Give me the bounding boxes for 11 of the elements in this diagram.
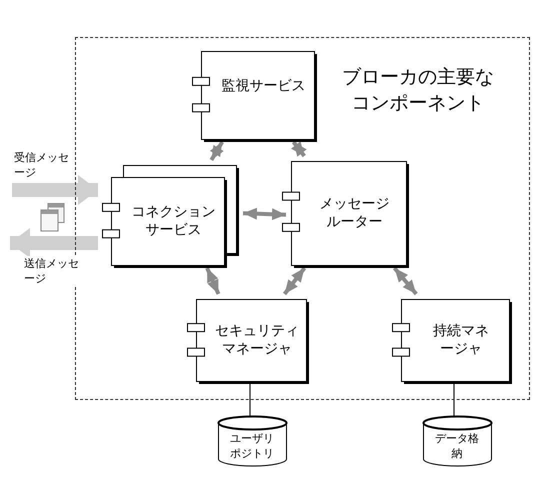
heading: ブローカの主要なコンポーネント (341, 65, 495, 116)
double-arrow (392, 266, 418, 296)
double-arrow (242, 208, 286, 220)
double-arrow (205, 267, 220, 295)
database-cylinder: データ格納 (423, 416, 493, 467)
double-arrow (282, 266, 306, 296)
block-arrow (12, 175, 98, 205)
double-arrow (291, 140, 307, 158)
database-cylinder: ユーザリポジトリ (218, 416, 288, 467)
block-arrow (10, 228, 98, 258)
double-arrow (210, 140, 224, 162)
